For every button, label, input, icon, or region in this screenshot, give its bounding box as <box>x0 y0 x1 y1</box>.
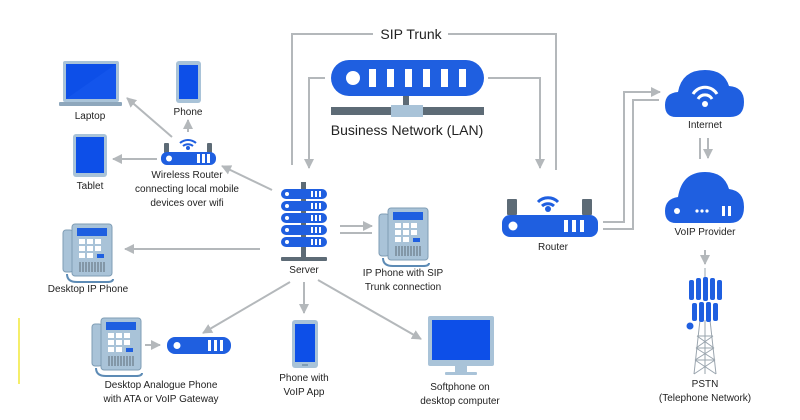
lan-to-server-line <box>304 77 325 169</box>
softphone-label-line2: desktop computer <box>420 396 500 407</box>
voip-app-phone-label-line1: Phone with <box>279 373 329 384</box>
wireless-router-label-line3: devices over wifi <box>150 198 224 209</box>
server-to-ata-line <box>202 281 291 334</box>
server-to-softphone-line <box>317 279 422 340</box>
desktop-ip-phone-icon <box>62 223 114 283</box>
pstn-label: PSTN (Telephone Network) <box>659 378 751 406</box>
ata-gateway-icon <box>167 337 231 354</box>
tablet-icon <box>73 134 107 177</box>
server-rack-icon <box>281 182 327 261</box>
laptop-label: Laptop <box>74 111 106 122</box>
softphone-label: Softphone on desktop computer <box>420 381 500 409</box>
voip-provider-cloud-icon <box>665 172 744 223</box>
desktop-ip-phone-label: Desktop IP Phone <box>47 284 129 295</box>
highlight-marker <box>18 318 20 384</box>
connectors <box>112 33 713 350</box>
tablet-label: Tablet <box>76 181 104 192</box>
sip-trunk-line-left <box>291 33 373 165</box>
server-to-wireless-router-line <box>221 165 273 191</box>
business-network-label: Business Network (LAN) <box>330 122 484 138</box>
analogue-phone-label-line2: with ATA or VoIP Gateway <box>103 394 219 405</box>
phone-label: Phone <box>173 107 203 118</box>
analogue-phone-label-line1: Desktop Analogue Phone <box>104 380 218 391</box>
wireless-router-label: Wireless Router connecting local mobile … <box>135 169 239 211</box>
router-to-internet-line-2 <box>603 99 659 230</box>
router-to-internet-line <box>603 87 661 223</box>
cell-tower-icon <box>686 268 722 375</box>
analogue-phone-label: Desktop Analogue Phone with ATA or VoIP … <box>103 379 218 407</box>
voip-app-phone-label-line2: VoIP App <box>283 387 325 398</box>
analogue-phone-icon <box>91 317 143 377</box>
pstn-label-line2: (Telephone Network) <box>658 393 752 404</box>
wireless-router-label-line1: Wireless Router <box>151 170 223 181</box>
voip-app-phone-label: Phone with VoIP App <box>279 372 328 400</box>
wireless-router-label-line2: connecting local mobile <box>135 184 239 195</box>
sip-trunk-label: SIP Trunk <box>376 26 446 42</box>
sip-trunk-line-right <box>448 33 557 170</box>
internet-cloud-icon <box>665 70 744 117</box>
business-network-icon <box>331 60 484 117</box>
softphone-label-line1: Softphone on <box>430 382 490 393</box>
wifi-to-laptop-line <box>126 97 173 138</box>
internet-label: Internet <box>688 120 722 131</box>
ip-phone-sip-label-line2: Trunk connection <box>364 282 442 293</box>
smartphone-icon <box>176 61 201 103</box>
lan-to-router-line <box>488 77 545 169</box>
voip-provider-label: VoIP Provider <box>674 227 736 238</box>
monitor-icon <box>428 316 494 375</box>
router-icon <box>502 196 598 237</box>
server-label: Server <box>289 265 319 276</box>
ip-phone-sip-icon <box>378 207 430 267</box>
voip-app-phone-icon <box>292 320 318 368</box>
ip-phone-sip-label: IP Phone with SIP Trunk connection <box>363 267 443 295</box>
laptop-icon <box>59 61 122 106</box>
wireless-router-icon <box>161 139 216 165</box>
ip-phone-sip-label-line1: IP Phone with SIP <box>362 268 444 279</box>
pstn-label-line1: PSTN <box>691 379 719 390</box>
router-label: Router <box>537 242 569 253</box>
